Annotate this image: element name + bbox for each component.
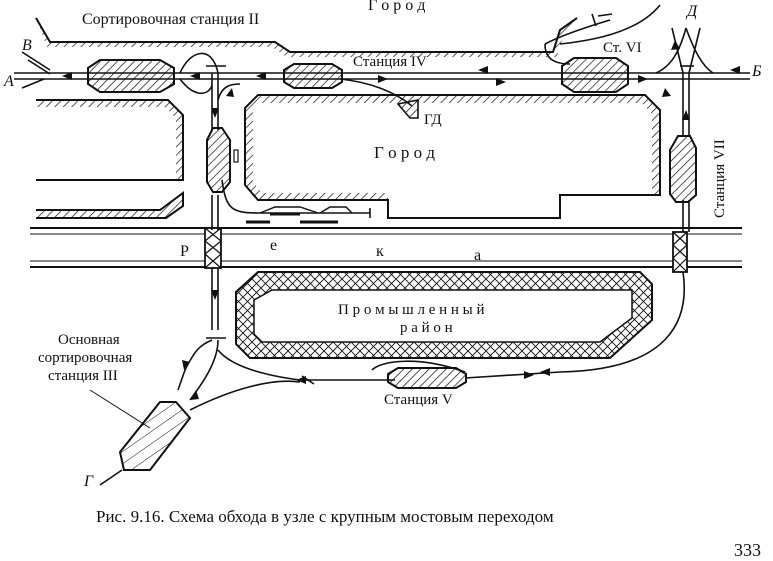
direction-arrows	[62, 40, 740, 400]
station-vii-yard	[669, 135, 697, 203]
signal-ticks	[206, 13, 694, 385]
label-dir-d: Д	[685, 3, 698, 20]
label-dir-a: А	[3, 73, 14, 90]
city-block-left-upper	[36, 99, 184, 181]
bridge-right	[672, 231, 688, 273]
label-reka-a: а	[474, 247, 481, 264]
center-yard	[206, 127, 239, 193]
sidings	[246, 206, 371, 224]
river	[30, 227, 742, 268]
label-st-vi: Ст. VI	[603, 40, 642, 56]
leader-line-station-iii	[89, 389, 151, 429]
label-main-1: Основная	[58, 332, 120, 348]
label-reka-e: е	[270, 237, 277, 254]
label-prom-1: П р о м ы ш л е н н ы й	[338, 302, 485, 318]
station-v-yard	[387, 367, 467, 389]
figure-caption: Рис. 9.16. Схема обхода в узле с крупным…	[96, 507, 554, 526]
city-block-center	[244, 94, 661, 219]
label-station-iv: Станция IV	[353, 54, 427, 70]
label-station-vii: Станция VII	[712, 139, 728, 218]
label-gorod-top: Г о р о д	[368, 0, 425, 14]
bridge-left	[204, 227, 222, 269]
station-ii-yard	[87, 59, 175, 93]
label-station-ii: Сортировочная станция II	[82, 11, 259, 28]
label-station-v: Станция V	[384, 392, 453, 408]
page-number: 333	[734, 540, 761, 560]
label-gd: ГД	[424, 112, 442, 128]
label-dir-b: Б	[751, 63, 762, 80]
label-gorod-center: Г о р о д	[374, 143, 435, 162]
label-dir-g: Г	[83, 473, 94, 490]
city-block-left-lower	[36, 191, 184, 219]
label-prom-2: р а й о н	[400, 320, 453, 336]
main-station-iii-yard	[118, 401, 192, 471]
city-block-top	[35, 17, 578, 57]
label-reka-k: к	[376, 243, 384, 260]
label-main-3: станция III	[48, 368, 118, 384]
label-reka-r: Р	[180, 243, 189, 260]
gd-depot	[396, 99, 419, 119]
station-iv-yard	[283, 63, 343, 89]
industrial-district	[235, 271, 653, 359]
label-main-2: сортировочная	[38, 350, 132, 366]
label-dir-v: В	[22, 37, 32, 54]
station-vi-yard	[561, 57, 629, 93]
